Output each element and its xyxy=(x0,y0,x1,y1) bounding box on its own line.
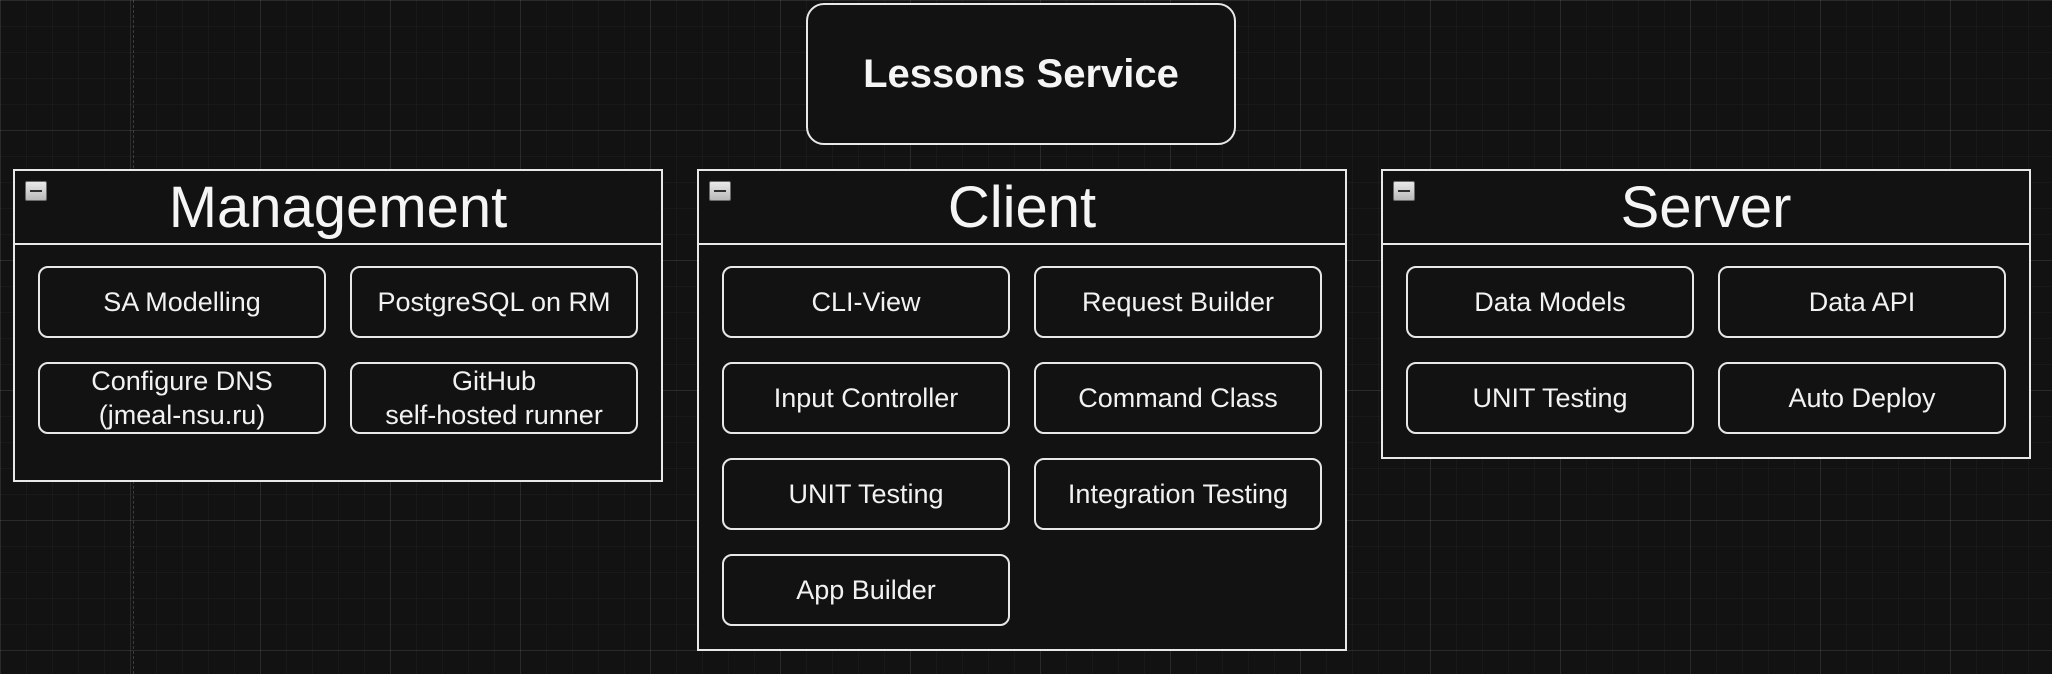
node-postgresql-on-rm[interactable]: PostgreSQL on RM xyxy=(350,266,638,338)
node-input-controller[interactable]: Input Controller xyxy=(722,362,1010,434)
node-sa-modelling[interactable]: SA Modelling xyxy=(38,266,326,338)
node-data-models[interactable]: Data Models xyxy=(1406,266,1694,338)
group-server-title: Server xyxy=(1620,174,1792,240)
node-integration-testing[interactable]: Integration Testing xyxy=(1034,458,1322,530)
node-request-builder[interactable]: Request Builder xyxy=(1034,266,1322,338)
node-cli-view[interactable]: CLI-View xyxy=(722,266,1010,338)
group-management-title: Management xyxy=(168,174,508,240)
group-client: Client CLI-View Request Builder Input Co… xyxy=(697,169,1347,651)
node-command-class[interactable]: Command Class xyxy=(1034,362,1322,434)
title-node[interactable]: Lessons Service xyxy=(806,3,1236,145)
node-auto-deploy[interactable]: Auto Deploy xyxy=(1718,362,2006,434)
node-app-builder[interactable]: App Builder xyxy=(722,554,1010,626)
group-management: Management SA Modelling PostgreSQL on RM… xyxy=(13,169,663,482)
node-data-api[interactable]: Data API xyxy=(1718,266,2006,338)
node-github-self-hosted-runner[interactable]: GitHub self-hosted runner xyxy=(350,362,638,434)
group-client-title: Client xyxy=(947,174,1097,240)
title-node-label: Lessons Service xyxy=(863,51,1179,96)
collapse-minus-icon[interactable] xyxy=(25,181,47,201)
group-server: Server Data Models Data API UNIT Testing… xyxy=(1381,169,2031,459)
node-configure-dns[interactable]: Configure DNS (jmeal-nsu.ru) xyxy=(38,362,326,434)
group-client-header: Client xyxy=(699,171,1345,245)
group-server-header: Server xyxy=(1383,171,2029,245)
node-unit-testing[interactable]: UNIT Testing xyxy=(1406,362,1694,434)
collapse-minus-icon[interactable] xyxy=(709,181,731,201)
collapse-minus-icon[interactable] xyxy=(1393,181,1415,201)
group-management-header: Management xyxy=(15,171,661,245)
node-unit-testing[interactable]: UNIT Testing xyxy=(722,458,1010,530)
